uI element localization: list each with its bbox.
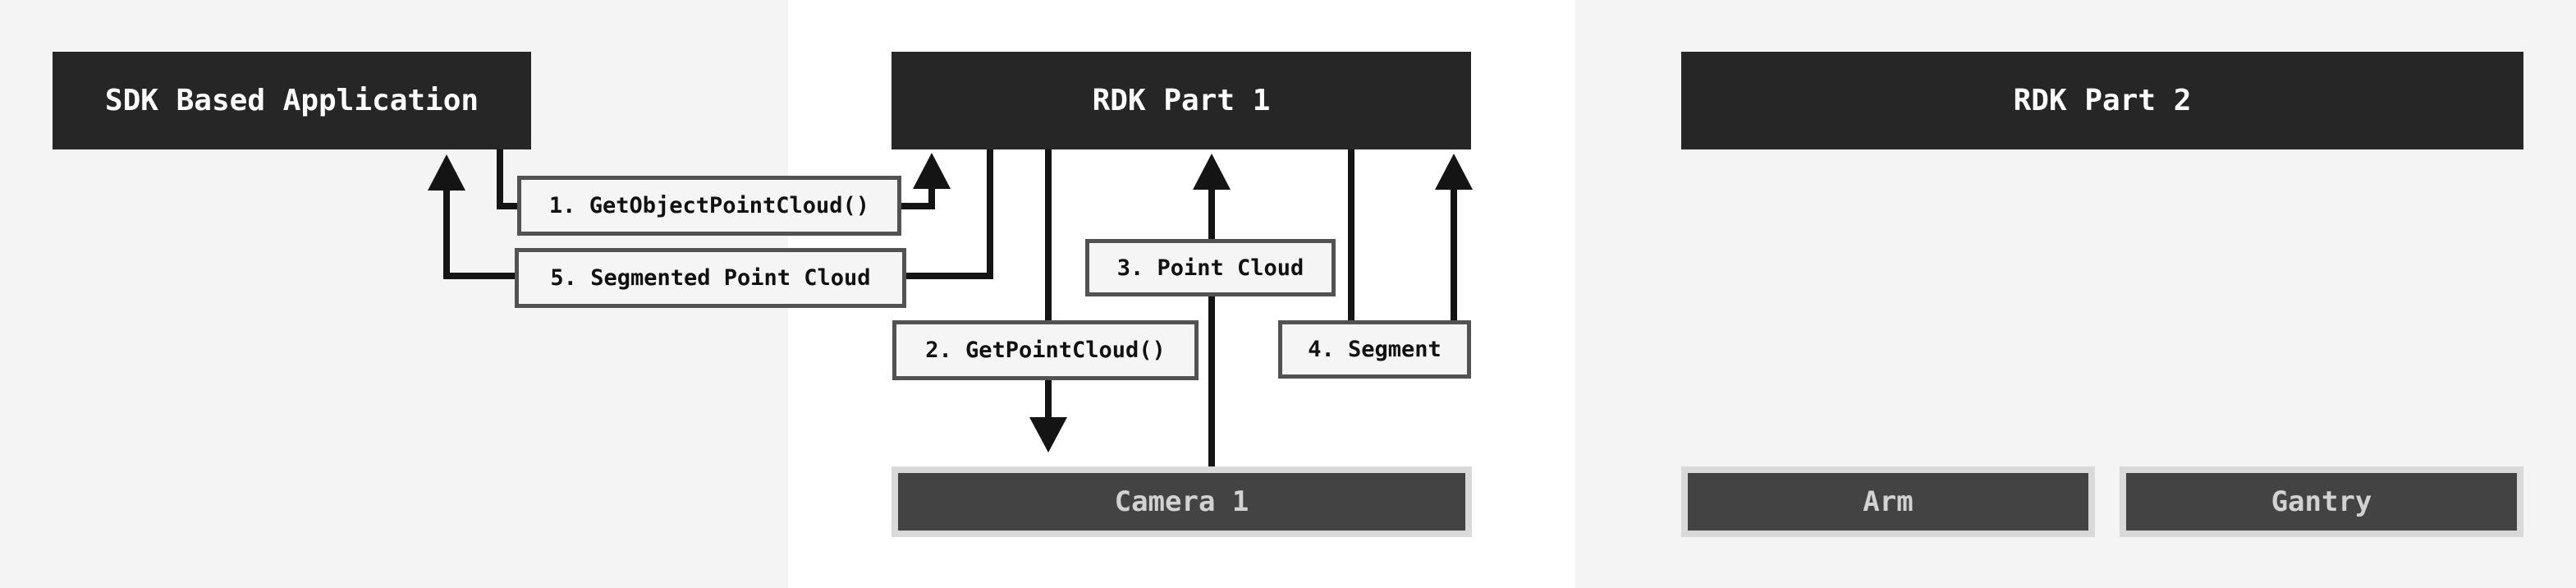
arrowhead-step2-into-camera xyxy=(1029,417,1067,452)
arrowhead-step5-into-sdk xyxy=(428,154,465,191)
edge-step5-out-of-label xyxy=(443,273,515,279)
rdk-part-1-title: RDK Part 1 xyxy=(1092,84,1271,117)
arm-node: Arm xyxy=(1681,466,2095,537)
arrowhead-step1-into-rdk1 xyxy=(913,153,951,189)
edge-step1-down-from-sdk xyxy=(497,149,503,209)
sdk-application-node: SDK Based Application xyxy=(53,52,531,149)
step-3-text: 3. Point Cloud xyxy=(1116,255,1304,281)
gantry-title: Gantry xyxy=(2271,485,2372,518)
rdk-part-1-node: RDK Part 1 xyxy=(892,52,1471,149)
camera-1-inner: Camera 1 xyxy=(898,473,1465,531)
step-2-label: 2. GetPointCloud() xyxy=(892,320,1199,380)
gantry-inner: Gantry xyxy=(2126,473,2517,531)
edge-step1-into-label xyxy=(497,203,521,209)
edge-step5-down-from-rdk1 xyxy=(987,149,993,279)
step-4-label: 4. Segment xyxy=(1278,320,1471,379)
arm-inner: Arm xyxy=(1688,473,2088,531)
camera-1-title: Camera 1 xyxy=(1114,485,1249,518)
edge-step4-up-shaft xyxy=(1451,190,1457,320)
edge-step1-up-shaft xyxy=(928,186,935,209)
rdk-part-2-title: RDK Part 2 xyxy=(2013,84,2192,117)
edge-step4-down-shaft xyxy=(1348,149,1354,320)
step-4-text: 4. Segment xyxy=(1308,337,1442,362)
step-5-label: 5. Segmented Point Cloud xyxy=(515,248,906,308)
edge-step2-down-shaft xyxy=(1045,149,1052,417)
gantry-node: Gantry xyxy=(2120,466,2523,537)
edge-step1-out-of-label xyxy=(901,203,935,209)
camera-1-node: Camera 1 xyxy=(892,466,1472,537)
step-5-text: 5. Segmented Point Cloud xyxy=(550,265,871,291)
edge-step5-into-label xyxy=(905,273,993,279)
arm-title: Arm xyxy=(1863,485,1914,518)
step-3-label: 3. Point Cloud xyxy=(1085,239,1336,296)
sdk-application-title: SDK Based Application xyxy=(104,84,479,117)
edge-step5-up-shaft xyxy=(443,187,450,279)
rdk-part-2-node: RDK Part 2 xyxy=(1681,52,2523,149)
arrowhead-step4-into-rdk1 xyxy=(1435,154,1473,190)
step-1-label: 1. GetObjectPointCloud() xyxy=(517,176,901,236)
step-1-text: 1. GetObjectPointCloud() xyxy=(548,193,870,218)
arrowhead-step3-into-rdk1 xyxy=(1193,154,1231,190)
edge-step3-up-shaft xyxy=(1208,190,1215,466)
step-2-text: 2. GetPointCloud() xyxy=(925,338,1166,363)
